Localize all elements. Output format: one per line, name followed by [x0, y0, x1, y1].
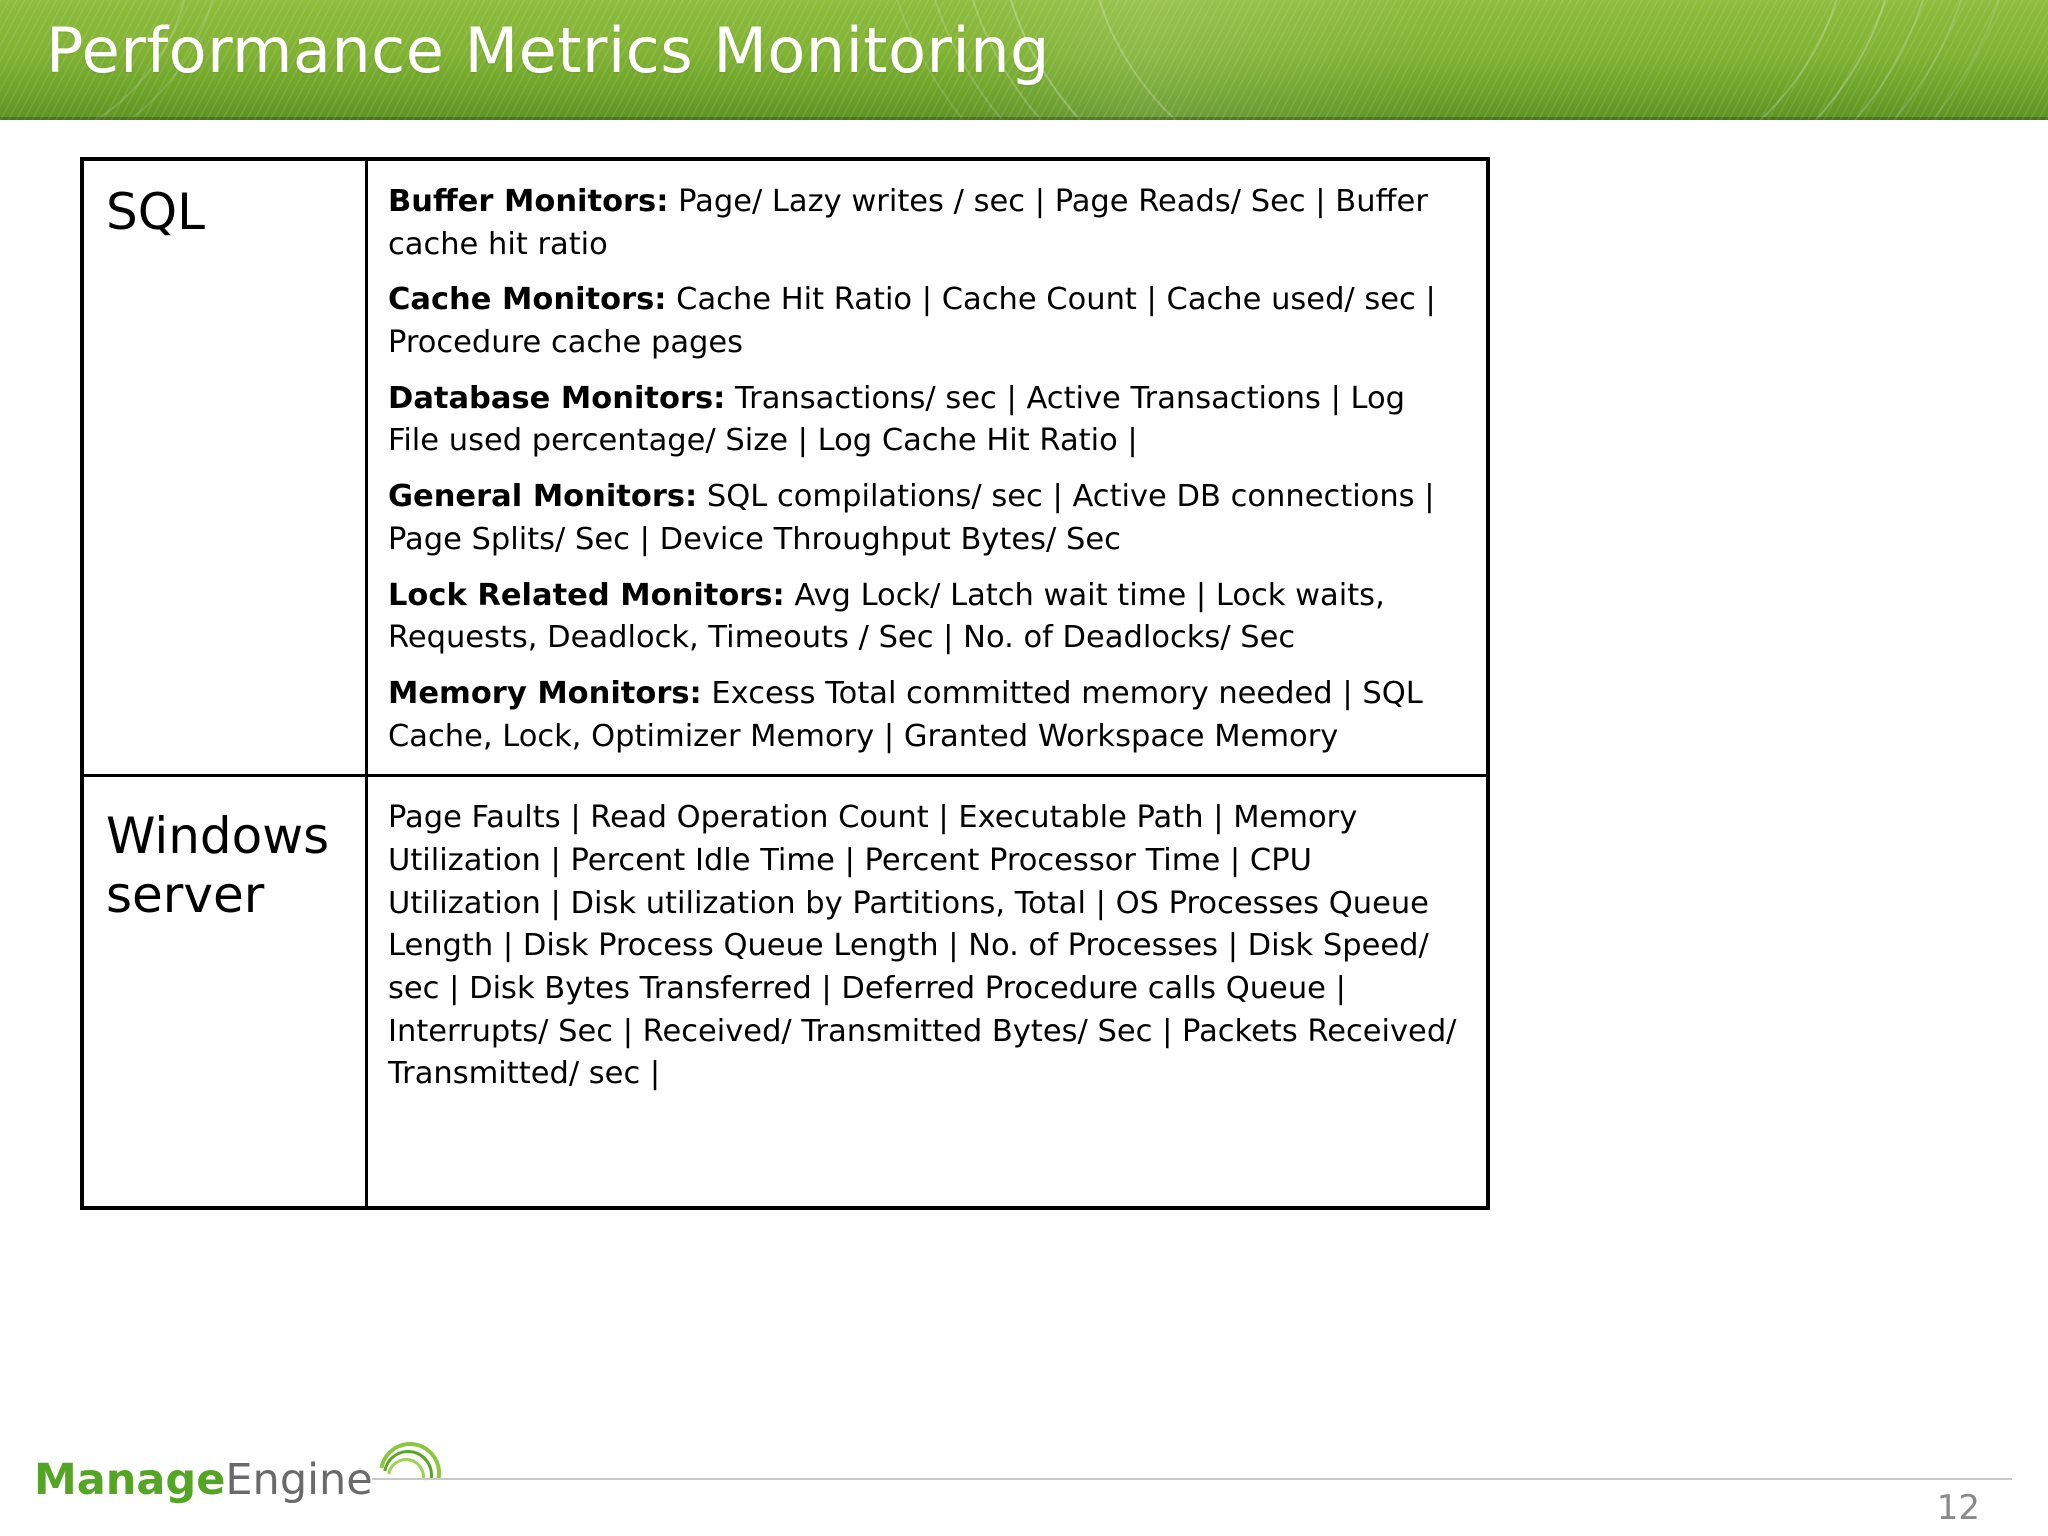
- logo-swoosh-icon: [366, 1429, 453, 1517]
- metric-name: Buffer Monitors:: [388, 184, 669, 219]
- manageengine-logo: ManageEngine: [34, 1429, 453, 1517]
- table-cell-metrics-sql: Buffer Monitors: Page/ Lazy writes / sec…: [368, 161, 1486, 774]
- logo-wordmark: ManageEngine: [34, 1459, 373, 1502]
- table-cell-category-sql: SQL: [84, 161, 368, 775]
- metric-item: Memory Monitors: Excess Total committed …: [388, 673, 1464, 758]
- metric-item: General Monitors: SQL compilations/ sec …: [388, 476, 1464, 561]
- header-swoosh-decoration: [998, 0, 1898, 120]
- metric-value: Cache Hit Ratio | Cache Count | Cache us…: [388, 282, 1436, 361]
- metric-value: Avg Lock/ Latch wait time | Lock waits, …: [388, 577, 1385, 656]
- table-cell-category-windows-server: Windows server: [84, 777, 368, 1207]
- footer-divider: [372, 1478, 2012, 1480]
- metric-name: General Monitors:: [388, 479, 698, 515]
- table-cell-metrics-windows-server: Page Faults | Read Operation Count | Exe…: [368, 777, 1486, 1206]
- metric-list-windows-server: Page Faults | Read Operation Count | Exe…: [388, 800, 1457, 1092]
- metric-value: Excess Total committed memory needed | S…: [388, 675, 1423, 754]
- page-title: Performance Metrics Monitoring: [46, 14, 1050, 87]
- table-row-windows-server: Windows server Page Faults | Read Operat…: [84, 774, 1486, 1207]
- metric-name: Lock Related Monitors:: [388, 577, 785, 613]
- slide-header-banner: Performance Metrics Monitoring: [0, 0, 2048, 120]
- metric-value: Transactions/ sec | Active Transactions …: [388, 380, 1406, 459]
- category-label-windows-server: Windows server: [106, 807, 330, 925]
- header-swoosh-decoration: [918, 0, 1978, 120]
- metric-name: Memory Monitors:: [388, 675, 702, 711]
- header-bottom-border: [0, 117, 2048, 120]
- category-label-sql: SQL: [106, 183, 205, 241]
- metric-item: Lock Related Monitors: Avg Lock/ Latch w…: [388, 575, 1464, 660]
- metric-item: Buffer Monitors: Page/ Lazy writes / sec…: [388, 181, 1464, 266]
- table-row-sql: SQL Buffer Monitors: Page/ Lazy writes /…: [84, 161, 1486, 775]
- metric-value: Page/ Lazy writes / sec | Page Reads/ Se…: [388, 184, 1428, 262]
- header-swoosh-decoration: [1088, 0, 1848, 120]
- logo-manage-text: Manage: [34, 1455, 226, 1505]
- logo-engine-text: Engine: [225, 1455, 373, 1505]
- page-number: 12: [1936, 1488, 1980, 1528]
- metric-value: SQL compilations/ sec | Active DB connec…: [388, 479, 1435, 557]
- metric-name: Database Monitors:: [388, 380, 726, 416]
- metric-name: Cache Monitors:: [388, 282, 667, 318]
- metrics-table: SQL Buffer Monitors: Page/ Lazy writes /…: [80, 157, 1490, 1211]
- header-swoosh-decoration: [958, 0, 1938, 120]
- slide-footer: ManageEngine 12: [0, 1416, 2048, 1536]
- metric-item: Cache Monitors: Cache Hit Ratio | Cache …: [388, 279, 1464, 364]
- metric-item: Database Monitors: Transactions/ sec | A…: [388, 378, 1464, 463]
